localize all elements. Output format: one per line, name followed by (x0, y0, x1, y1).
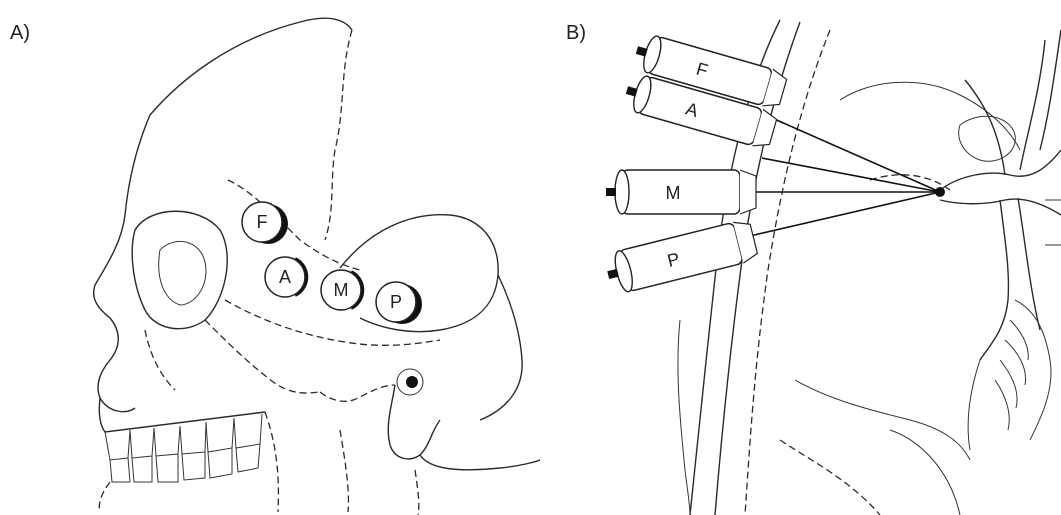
nerve-trunk (940, 150, 1061, 190)
mastoid-line (388, 385, 440, 459)
panel-a: A) (0, 0, 540, 515)
connector-pin (626, 86, 638, 96)
neck-dashed (340, 430, 348, 512)
jaw-contour (890, 430, 960, 515)
inner-orbit (159, 241, 206, 305)
ramus-dashed (265, 412, 278, 512)
electrode-a-label: A (279, 267, 291, 287)
electrode-a-contact: A (265, 257, 306, 297)
electrode-p-cylinder: P (603, 218, 759, 295)
nerve-branch-up2 (1020, 40, 1045, 170)
trajectory-a (762, 158, 940, 192)
orbit-outline (132, 211, 227, 328)
electrode-m-cylinder: M (606, 170, 756, 214)
neck-line (420, 455, 540, 470)
nasal-outline (98, 318, 135, 412)
connector-pin (606, 188, 616, 196)
lower-dashed (780, 440, 880, 515)
dome-contour (840, 82, 1020, 150)
electrode-p-label: P (390, 292, 402, 312)
forehead-outline (94, 115, 150, 318)
mandible-dashed (99, 482, 110, 512)
trajectory-p (750, 192, 940, 236)
cranium-outline (150, 18, 352, 115)
electrode-f-label: F (257, 212, 268, 232)
occipital-line (480, 275, 522, 420)
skull-illustration: F A M P (0, 0, 540, 515)
electrode-m-contact: M (321, 270, 362, 310)
nerve-branch-right (1040, 30, 1061, 150)
cranium-dashed-line (325, 30, 352, 240)
trajectory-f (772, 118, 940, 192)
cheek-contour (678, 320, 690, 515)
electrode-group-a: F A M P (242, 202, 422, 324)
nasal-dashed (145, 330, 175, 390)
nerve-branch-down (980, 200, 1008, 360)
electrode-f-contact: F (242, 202, 288, 244)
connector-pin (636, 46, 648, 56)
lower-contour (795, 380, 970, 460)
electrode-m-label: M (334, 280, 349, 300)
ear-canal-dot (406, 376, 418, 388)
maxilla-outline (99, 398, 265, 432)
trajectory-group (745, 118, 940, 236)
foramen-dashed (320, 385, 395, 401)
lower-branches (968, 360, 980, 450)
vertebra-dashed (415, 470, 419, 515)
ganglion-loop (959, 116, 1016, 161)
teeth (105, 414, 262, 482)
electrode-p-contact: P (376, 282, 422, 324)
connector-pin (607, 269, 619, 279)
electrode-m-cylinder-label: M (666, 183, 681, 203)
cheek-dashed (205, 320, 318, 393)
